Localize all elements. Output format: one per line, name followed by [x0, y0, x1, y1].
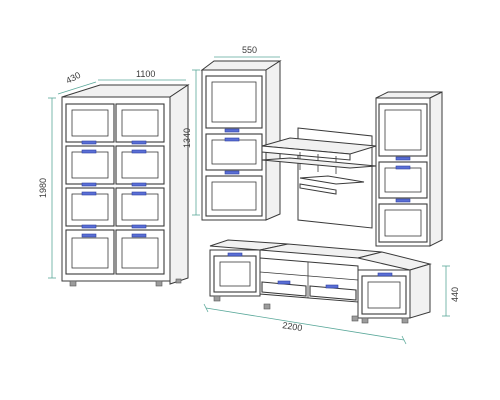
wall-cabinet-right [375, 91, 443, 247]
tv-stand-dimensions: 2200 440 [203, 265, 460, 345]
wall-cabinet-center [200, 60, 282, 221]
wall-shelf [261, 127, 377, 229]
tall-cabinet-height-label: 1980 [38, 178, 48, 198]
tv-stand-width-label: 2200 [282, 320, 303, 333]
tv-stand [209, 239, 432, 324]
tall-cabinet [61, 84, 190, 287]
wall-cabinet-height-label: 1340 [182, 128, 192, 148]
wall-cabinet-dimensions: 550 1340 [182, 45, 280, 216]
wall-cabinet-width-label: 550 [242, 45, 257, 55]
tall-cabinet-depth-label: 430 [64, 70, 82, 86]
tall-cabinet-width-label: 1100 [136, 69, 155, 79]
tv-stand-height-label: 440 [450, 287, 460, 302]
